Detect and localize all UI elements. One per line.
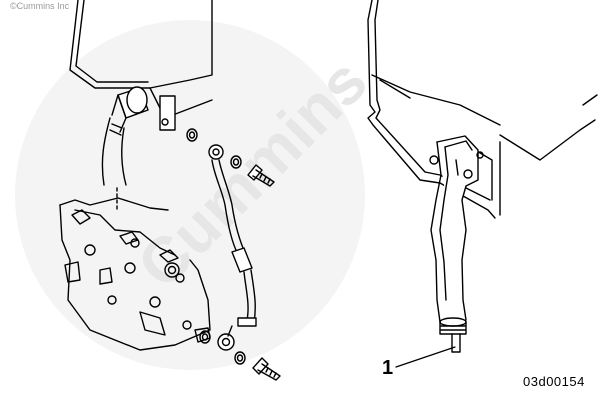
left-upper-housing <box>69 0 213 131</box>
left-lower-block <box>59 197 211 351</box>
cummins-watermark-logo: Cummins <box>15 20 381 370</box>
banjo-bolt-lower <box>252 357 281 381</box>
figure-id: 03d00154 <box>523 374 585 389</box>
o-ring-bottom-right <box>234 351 246 365</box>
o-ring-top-right <box>230 155 242 169</box>
o-ring-top-left <box>186 128 198 142</box>
right-upper-housing <box>367 0 598 219</box>
breather-tube <box>429 135 484 353</box>
callout-leader-line <box>395 346 456 368</box>
o-ring-bottom-left <box>199 330 211 344</box>
left-hose <box>101 86 149 186</box>
callout-number: 1 <box>382 357 394 379</box>
copyright-notice: ©Cummins Inc <box>10 1 70 11</box>
oil-supply-tube <box>208 144 257 351</box>
banjo-bolt-upper <box>247 164 275 187</box>
